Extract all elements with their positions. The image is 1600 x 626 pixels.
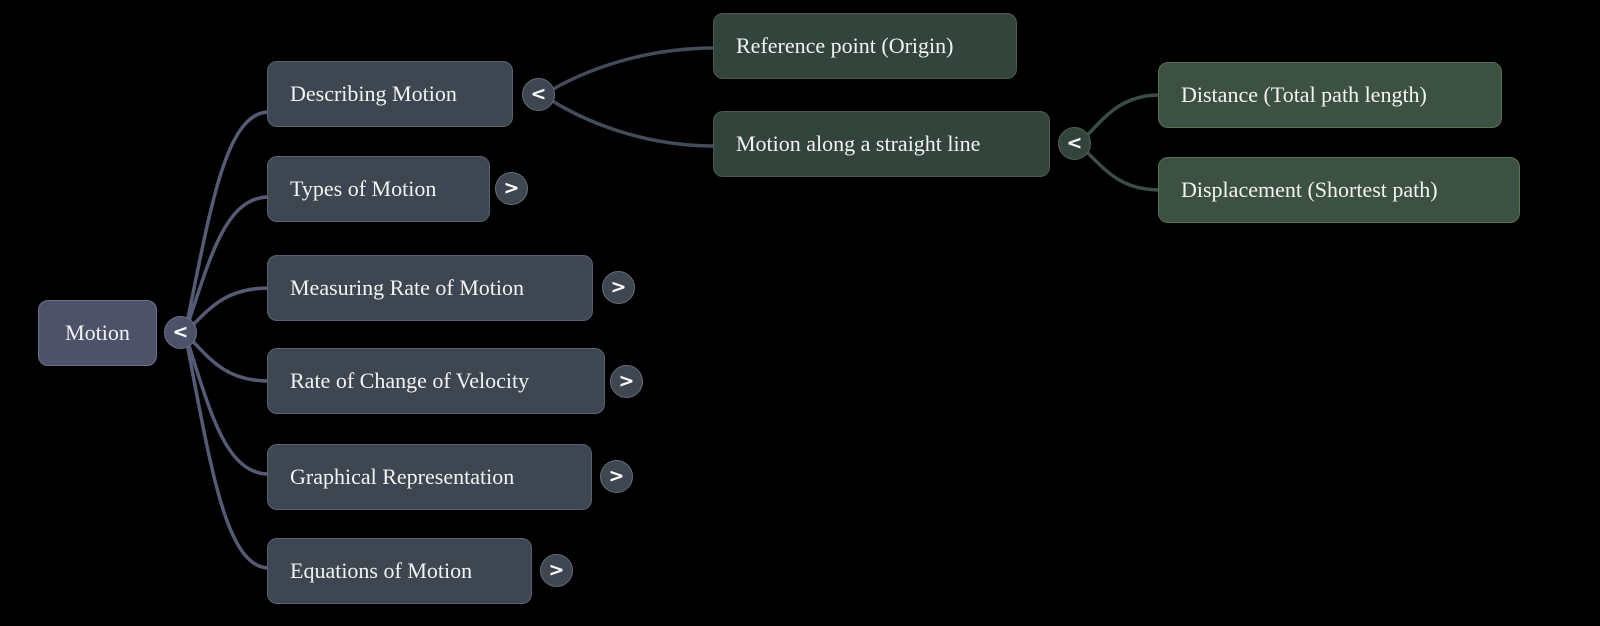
node-rate-of-change-of-velocity-label: Rate of Change of Velocity — [290, 368, 530, 393]
expand-icon: > — [618, 370, 635, 392]
collapse-icon: < — [1066, 132, 1083, 154]
expand-icon: > — [503, 177, 520, 199]
node-distance-label: Distance (Total path length) — [1181, 82, 1427, 107]
expand-button-graphical-representation[interactable]: > — [600, 460, 633, 493]
edge-straightline-displacement — [1077, 142, 1162, 192]
node-equations-of-motion-label: Equations of Motion — [290, 558, 473, 583]
edge-describing-reference — [541, 46, 717, 97]
edge-straightline-distance — [1077, 93, 1162, 146]
node-rate-of-change-of-velocity[interactable]: Rate of Change of Velocity — [267, 348, 605, 414]
edge-describing-straightline — [541, 93, 717, 148]
node-describing-motion-label: Describing Motion — [290, 81, 457, 106]
node-distance[interactable]: Distance (Total path length) — [1158, 62, 1502, 128]
expand-icon: > — [548, 559, 565, 581]
node-displacement-label: Displacement (Shortest path) — [1181, 177, 1438, 202]
node-types-of-motion[interactable]: Types of Motion — [267, 156, 490, 222]
node-graphical-representation[interactable]: Graphical Representation — [267, 444, 592, 510]
edge-root-describing — [183, 110, 271, 335]
node-reference-point[interactable]: Reference point (Origin) — [713, 13, 1017, 79]
node-measuring-rate-of-motion-label: Measuring Rate of Motion — [290, 275, 525, 300]
node-reference-point-label: Reference point (Origin) — [736, 33, 954, 58]
collapse-button-describing-motion[interactable]: < — [522, 78, 555, 111]
expand-icon: > — [610, 276, 627, 298]
node-motion-along-straight-line[interactable]: Motion along a straight line — [713, 111, 1050, 177]
expand-button-types-of-motion[interactable]: > — [495, 172, 528, 205]
node-describing-motion[interactable]: Describing Motion — [267, 61, 513, 127]
edge-root-graphical — [183, 331, 271, 476]
collapse-button-motion[interactable]: < — [164, 316, 197, 349]
edge-root-equations — [183, 331, 271, 570]
node-displacement[interactable]: Displacement (Shortest path) — [1158, 157, 1520, 223]
node-equations-of-motion[interactable]: Equations of Motion — [267, 538, 532, 604]
node-measuring-rate-of-motion[interactable]: Measuring Rate of Motion — [267, 255, 593, 321]
collapse-icon: < — [530, 83, 547, 105]
node-motion-label: Motion — [65, 320, 130, 345]
expand-button-measuring-rate-of-motion[interactable]: > — [602, 271, 635, 304]
collapse-button-motion-along-straight-line[interactable]: < — [1058, 127, 1091, 160]
node-types-of-motion-label: Types of Motion — [290, 176, 437, 201]
node-motion-along-straight-line-label: Motion along a straight line — [736, 131, 981, 156]
node-motion[interactable]: Motion — [38, 300, 157, 366]
edge-root-types — [183, 195, 271, 335]
expand-button-equations-of-motion[interactable]: > — [540, 554, 573, 587]
node-graphical-representation-label: Graphical Representation — [290, 464, 515, 489]
expand-button-rate-of-change-of-velocity[interactable]: > — [610, 365, 643, 398]
collapse-icon: < — [172, 321, 189, 343]
expand-icon: > — [608, 465, 625, 487]
